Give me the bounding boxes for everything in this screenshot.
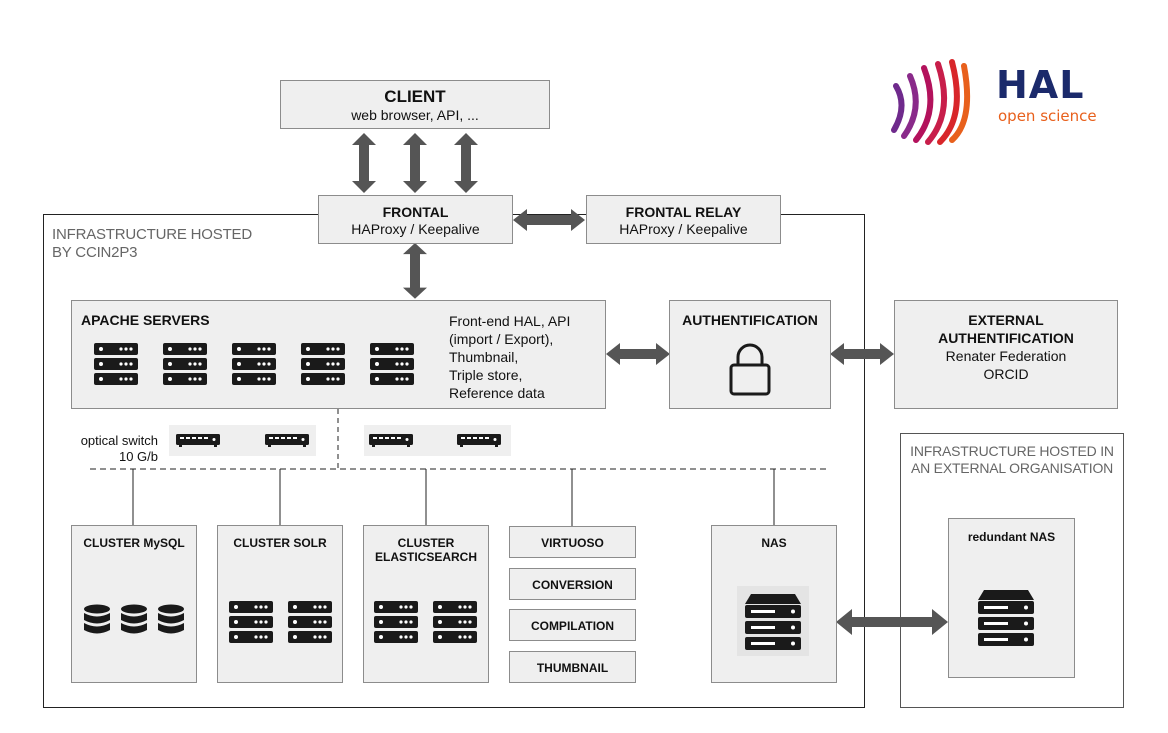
- hal-logo-tagline: open science: [998, 107, 1097, 125]
- database-icon: [156, 604, 186, 640]
- client-box: CLIENT web browser, API, ...: [280, 80, 550, 129]
- apache-desc-line-2: (import / Export),: [449, 331, 554, 347]
- service-virtuoso-box: VIRTUOSO: [509, 526, 636, 558]
- external-auth-line3: Renater Federation: [945, 348, 1067, 364]
- apache-desc-line-1: Front-end HAL, API: [449, 313, 571, 329]
- cluster-solr-title: CLUSTER SOLR: [233, 536, 327, 550]
- service-conversion-box: CONVERSION: [509, 568, 636, 600]
- server-rack-icon: [429, 596, 481, 648]
- external-auth-title-line2: AUTHENTIFICATION: [938, 330, 1074, 346]
- external-auth-title-line1: EXTERNAL: [968, 312, 1044, 328]
- database-icon: [82, 604, 112, 640]
- infra-external-label-line2: AN EXTERNAL ORGANISATION: [910, 460, 1114, 476]
- apache-desc-line-4: Triple store,: [449, 367, 523, 383]
- nas-redundant-arrow: [836, 609, 948, 635]
- infra-external-label-line1: INFRASTRUCTURE HOSTED IN: [910, 443, 1114, 459]
- authentification-title: AUTHENTIFICATION: [682, 312, 818, 328]
- infra-ccin2p3-label: INFRASTRUCTURE HOSTED BY CCIN2P3: [52, 226, 252, 262]
- service-compilation-label: COMPILATION: [530, 619, 615, 633]
- optical-switch-label: optical switch 10 G/b: [62, 433, 158, 465]
- server-rack-icon: [159, 338, 211, 390]
- infra-external-frame: [900, 433, 1124, 708]
- apache-desc-line-5: Reference data: [449, 385, 545, 401]
- service-compilation-box: COMPILATION: [509, 609, 636, 641]
- service-thumbnail-box: THUMBNAIL: [509, 651, 636, 683]
- client-title: CLIENT: [384, 87, 446, 106]
- storage-stack-icon: [974, 586, 1038, 648]
- nas-title: NAS: [761, 536, 787, 550]
- cluster-elastic-title: CLUSTER ELASTICSEARCH: [364, 536, 488, 564]
- frontal-relay-subtitle: HAProxy / Keepalive: [619, 221, 748, 237]
- frontal-box: FRONTAL HAProxy / Keepalive: [318, 195, 513, 244]
- server-rack-icon: [297, 338, 349, 390]
- network-switch-icon: [265, 432, 309, 448]
- external-auth-line4: ORCID: [983, 366, 1029, 382]
- apache-title: APACHE SERVERS: [81, 312, 210, 328]
- optical-switch-label-line1: optical switch: [80, 433, 158, 448]
- network-switch-icon: [369, 432, 413, 448]
- network-switch-icon: [457, 432, 501, 448]
- client-frontal-arrow-3: [454, 133, 478, 193]
- frontal-subtitle: HAProxy / Keepalive: [351, 221, 480, 237]
- server-rack-icon: [366, 338, 418, 390]
- service-thumbnail-label: THUMBNAIL: [536, 661, 609, 675]
- frontal-relay-arrow: [513, 209, 585, 231]
- network-switch-icon: [176, 432, 220, 448]
- service-virtuoso-label: VIRTUOSO: [541, 536, 604, 550]
- padlock-icon: [729, 343, 771, 396]
- apache-desc-line-3: Thumbnail,: [449, 349, 519, 365]
- client-frontal-arrow-1: [352, 133, 376, 193]
- apache-description: Front-end HAL, API (import / Export), Th…: [449, 312, 570, 402]
- auth-external-arrow: [830, 343, 894, 365]
- server-rack-icon: [228, 338, 280, 390]
- server-rack-icon: [370, 596, 422, 648]
- client-frontal-arrow-2: [403, 133, 427, 193]
- frontal-relay-title: FRONTAL RELAY: [625, 204, 742, 220]
- cluster-elastic-title-line1: CLUSTER: [397, 536, 455, 550]
- client-subtitle: web browser, API, ...: [351, 107, 479, 123]
- server-rack-icon: [90, 338, 142, 390]
- cluster-elastic-title-line2: ELASTICSEARCH: [374, 550, 477, 564]
- storage-stack-icon: [737, 586, 809, 656]
- database-icon: [119, 604, 149, 640]
- authentification-box: AUTHENTIFICATION: [669, 300, 831, 409]
- frontal-relay-box: FRONTAL RELAY HAProxy / Keepalive: [586, 195, 781, 244]
- service-conversion-label: CONVERSION: [532, 578, 613, 592]
- frontal-title: FRONTAL: [382, 204, 449, 220]
- infra-ccin2p3-label-line1: INFRASTRUCTURE HOSTED: [52, 226, 252, 243]
- cluster-mysql-box: CLUSTER MySQL: [71, 525, 197, 683]
- hal-logo-mark-icon: [891, 59, 971, 145]
- optical-switch-label-line2: 10 G/b: [118, 449, 158, 464]
- infra-external-label: INFRASTRUCTURE HOSTED IN AN EXTERNAL ORG…: [900, 443, 1124, 477]
- external-auth-box: EXTERNAL AUTHENTIFICATION Renater Federa…: [894, 300, 1118, 409]
- infra-ccin2p3-label-line2: BY CCIN2P3: [52, 244, 138, 261]
- cluster-mysql-title: CLUSTER MySQL: [83, 536, 185, 550]
- hal-logo: HAL open science: [888, 58, 1118, 148]
- apache-auth-arrow: [606, 343, 670, 365]
- server-rack-icon: [225, 596, 277, 648]
- frontal-apache-arrow: [403, 243, 427, 299]
- redundant-nas-title: redundant NAS: [967, 530, 1056, 544]
- server-rack-icon: [284, 596, 336, 648]
- hal-logo-name: HAL: [996, 63, 1085, 107]
